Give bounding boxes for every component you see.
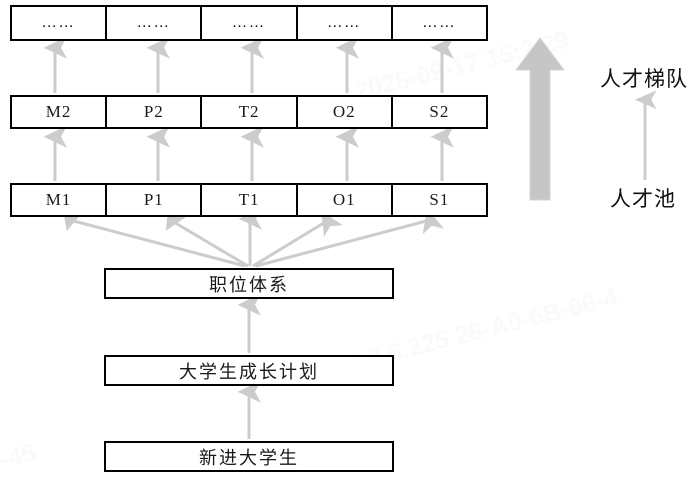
- label-talent-echelon: 人才梯队: [600, 67, 687, 91]
- ellipsis-cell-5: ……: [422, 14, 457, 31]
- cell-m1: M1: [12, 185, 108, 215]
- cell-p2: P2: [107, 97, 203, 127]
- label-talent-pool: 人才池: [610, 187, 676, 211]
- cell-p1: P1: [107, 185, 203, 215]
- cell-o2: O2: [298, 97, 393, 127]
- cell-s2: S2: [429, 102, 450, 121]
- ellipsis-cell-4: ……: [298, 7, 393, 39]
- cell-t2: T2: [202, 97, 298, 127]
- cell-m2: M2: [12, 97, 108, 127]
- ellipsis-row: …… …… …… …… ……: [10, 5, 488, 41]
- box-new-graduate: 新进大学生: [104, 441, 394, 472]
- box-growth-plan: 大学生成长计划: [104, 355, 394, 386]
- ellipsis-cell-3: ……: [202, 7, 298, 39]
- cell-o1: O1: [298, 185, 393, 215]
- arrows-position-system-fanout: [62, 204, 445, 268]
- cell-t1: T1: [202, 185, 298, 215]
- cell-s1: S1: [429, 190, 450, 209]
- arrows-level1-to-level2: [43, 125, 454, 181]
- block-arrow-upward: [515, 37, 565, 201]
- ellipsis-cell-2: ……: [107, 7, 203, 39]
- arrows-level2-to-ellipsis: [43, 36, 454, 93]
- box-position-system: 职位体系: [104, 268, 394, 299]
- level-2-row: M2 P2 T2 O2 S2: [10, 95, 488, 129]
- ellipsis-cell-1: ……: [12, 7, 108, 39]
- level-1-row: M1 P1 T1 O1 S1: [10, 183, 488, 217]
